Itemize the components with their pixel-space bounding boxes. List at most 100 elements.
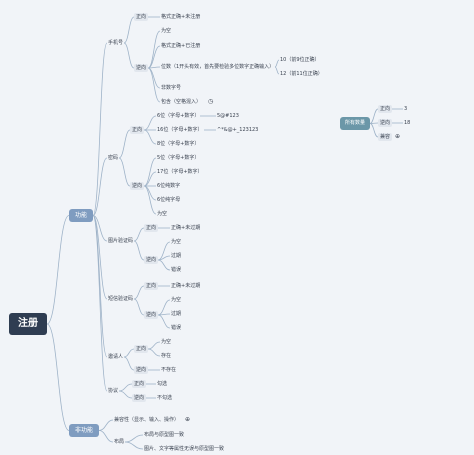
agreement-invalid-node[interactable]: 逆向: [132, 394, 147, 402]
root-node[interactable]: 注册: [9, 313, 47, 335]
password-invalid-case-1[interactable]: 5位（字母+数字）: [157, 155, 200, 161]
agreement-invalid-case[interactable]: 不勾选: [157, 395, 173, 401]
connector-2: [92, 42, 108, 216]
connector-31: [133, 240, 145, 261]
password-invalid-case-3[interactable]: 6位纯数字: [157, 183, 181, 189]
connector-8: [123, 16, 135, 44]
layout-node[interactable]: 布局: [114, 439, 125, 445]
sms-captcha-valid-case[interactable]: 正确+未过期: [171, 283, 201, 289]
connector-44: [147, 341, 161, 350]
password-invalid-case-5[interactable]: 为空: [157, 211, 168, 217]
phone-valid-case[interactable]: 格式正确+未注册: [161, 14, 201, 20]
phone-digits-10[interactable]: 10（前9位正确）: [280, 57, 320, 63]
password-invalid-node[interactable]: 逆向: [130, 182, 145, 190]
connector-33: [157, 241, 171, 261]
inviter-valid-case-1[interactable]: 为空: [161, 339, 172, 345]
summary-valid-node[interactable]: 正向: [378, 105, 393, 113]
connector-37: [133, 298, 145, 316]
connector-43: [123, 356, 135, 371]
compat-collapse-icon[interactable]: ⊕: [185, 416, 191, 423]
sms-captcha-invalid-case-2[interactable]: 过期: [171, 311, 182, 317]
password-valid-case-1[interactable]: 6位（字母+数字）: [157, 113, 200, 119]
connector-0: [46, 215, 70, 325]
connector-52: [98, 430, 114, 443]
password-valid-case-2[interactable]: 16位（字母+数字）: [157, 127, 203, 133]
password-invalid-case-2[interactable]: 17位（字母+数字）: [157, 169, 203, 175]
phone-invalid-digits[interactable]: 位数（1开头有效，首先要检验多位数字正确输入）: [161, 64, 275, 70]
inviter-valid-node[interactable]: 正向: [134, 345, 149, 353]
sms-captcha-invalid-case-3[interactable]: 错误: [171, 325, 182, 331]
compat-node[interactable]: 兼容性（显示、输入、操作）: [114, 417, 180, 423]
phone-invalid-spaces[interactable]: 包含（空格混入）: [161, 99, 202, 105]
connector-11: [147, 30, 161, 69]
sms-captcha-valid-node[interactable]: 正向: [144, 282, 159, 290]
layout-case-1[interactable]: 布局与原型图一致: [144, 432, 185, 438]
non-functional-node[interactable]: 非功能: [69, 424, 100, 437]
layout-case-2[interactable]: 图片、文字等属性无误与原型图一致: [144, 446, 225, 452]
connector-57: [369, 123, 379, 138]
connector-12: [147, 45, 161, 69]
sms-captcha-node[interactable]: 短信验证码: [108, 296, 134, 302]
connector-42: [123, 348, 135, 358]
connector-53: [124, 434, 144, 443]
image-captcha-invalid-case-1[interactable]: 为空: [171, 239, 182, 245]
connector-48: [118, 390, 133, 399]
agreement-valid-node[interactable]: 正向: [132, 380, 147, 388]
phone-valid-node[interactable]: 正向: [134, 13, 149, 21]
inviter-invalid-case-1[interactable]: 不存在: [161, 367, 177, 373]
summary-compat-collapse-icon[interactable]: ⊕: [395, 133, 401, 140]
clock-icon[interactable]: ◷: [208, 98, 214, 105]
connector-54: [124, 441, 144, 450]
password-example-2[interactable]: ^*&@+_123123: [217, 127, 259, 133]
phone-invalid-registered[interactable]: 格式正确+已注册: [161, 43, 201, 49]
image-captcha-valid-case[interactable]: 正确+未过期: [171, 225, 201, 231]
image-captcha-valid-node[interactable]: 正向: [144, 224, 159, 232]
image-captcha-invalid-node[interactable]: 逆向: [144, 256, 159, 264]
connector-17: [274, 66, 280, 75]
image-captcha-node[interactable]: 图片验证码: [108, 238, 134, 244]
connector-5: [92, 215, 108, 300]
connector-22: [143, 129, 157, 145]
connector-7: [92, 215, 108, 392]
connector-35: [157, 259, 171, 271]
connector-41: [157, 314, 171, 329]
connector-25: [143, 157, 157, 187]
phone-invalid-empty[interactable]: 为空: [161, 28, 172, 34]
password-example-1[interactable]: 5@#123: [217, 113, 239, 119]
connector-45: [147, 348, 161, 357]
connector-4: [92, 215, 108, 242]
connector-19: [118, 157, 131, 187]
connector-1: [46, 323, 70, 431]
password-node[interactable]: 密码: [108, 155, 119, 161]
summary-invalid-count: 18: [404, 120, 411, 126]
phone-invalid-non-numeric[interactable]: 非数字号: [161, 85, 182, 91]
functional-node[interactable]: 功能: [69, 209, 94, 222]
inviter-invalid-node[interactable]: 逆向: [134, 366, 149, 374]
password-invalid-case-4[interactable]: 6位纯字母: [157, 197, 181, 203]
sms-captcha-invalid-node[interactable]: 逆向: [144, 311, 159, 319]
phone-digits-12[interactable]: 12（前11位正确）: [280, 71, 323, 77]
inviter-node[interactable]: 邀请人: [108, 354, 124, 360]
agreement-valid-case[interactable]: 勾选: [157, 381, 168, 387]
inviter-valid-case-2[interactable]: 存在: [161, 353, 172, 359]
summary-invalid-node[interactable]: 逆向: [378, 119, 393, 127]
summary-node[interactable]: 所有数量: [340, 117, 371, 130]
connector-20: [143, 115, 157, 131]
connector-55: [369, 108, 379, 124]
phone-node[interactable]: 手机号: [108, 40, 124, 46]
agreement-node[interactable]: 协议: [108, 388, 119, 394]
connector-30: [133, 227, 145, 242]
connector-9: [123, 42, 135, 69]
image-captcha-invalid-case-2[interactable]: 过期: [171, 253, 182, 259]
sms-captcha-invalid-case-1[interactable]: 为空: [171, 297, 182, 303]
connector-47: [118, 383, 133, 392]
password-valid-case-3[interactable]: 8位（字母+数字）: [157, 141, 200, 147]
summary-valid-count: 3: [404, 106, 408, 112]
image-captcha-invalid-case-3[interactable]: 错误: [171, 267, 182, 273]
summary-compat-node[interactable]: 兼容: [378, 133, 393, 141]
password-valid-node[interactable]: 正向: [130, 126, 145, 134]
phone-invalid-node[interactable]: 逆向: [134, 64, 149, 72]
connector-6: [92, 215, 108, 358]
connector-29: [143, 185, 157, 215]
